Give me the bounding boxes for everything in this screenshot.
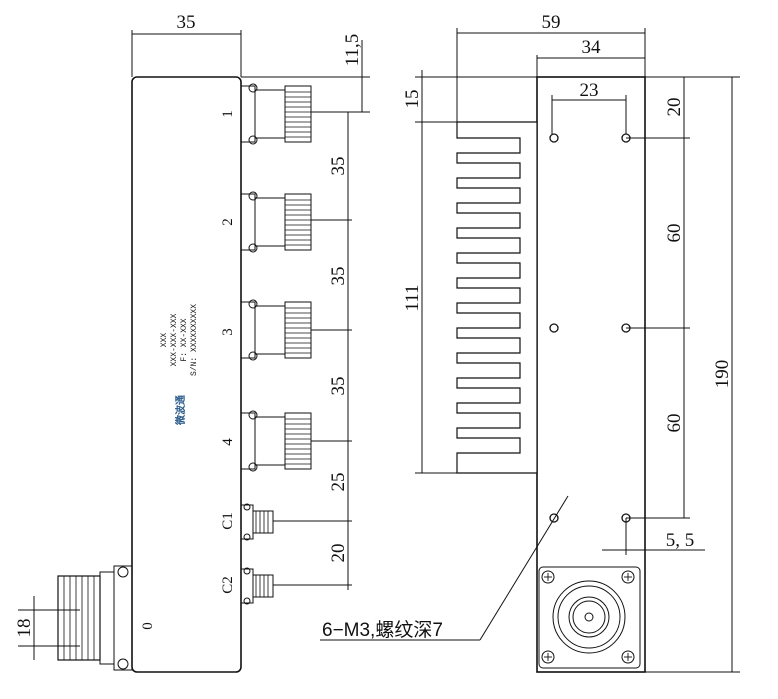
thread-note-text: 6−M3,螺纹深7 <box>322 619 443 641</box>
thread-note: 6−M3,螺纹深7 <box>320 495 569 641</box>
dim-side-width: 35 <box>131 12 242 77</box>
dim-hole-edge-text: 5, 5 <box>666 530 695 551</box>
plate-line-3: F: XX-XXX <box>180 318 189 361</box>
dim-pitch-1: 35 <box>328 157 349 176</box>
hole-icon <box>549 133 559 143</box>
dim-front-total: 59 <box>456 12 646 122</box>
dim-pitch-4: 25 <box>328 473 349 492</box>
dim-pitch-5: 20 <box>328 544 349 563</box>
flange-connector <box>538 566 641 669</box>
side-view: 35 11,5 35 35 35 25 20 <box>14 12 370 673</box>
connector-c2 <box>240 567 274 605</box>
connector-1 <box>240 83 348 145</box>
dim-hole-spacing: 23 <box>551 80 627 138</box>
front-view: 59 34 23 15 111 <box>320 12 740 673</box>
dim-total-height-text: 190 <box>712 360 733 389</box>
port-label-1: 1 <box>220 110 236 118</box>
dim-holes-vertical: 20 60 60 190 <box>626 76 740 673</box>
port-label-c1: C1 <box>220 512 236 530</box>
dim-hole-pitch-1-text: 60 <box>664 224 685 243</box>
screw-icon <box>621 570 635 584</box>
port-label-2: 2 <box>220 218 236 226</box>
screw-icon <box>541 570 555 584</box>
port-label-4: 4 <box>220 438 236 446</box>
dim-top-offset: 11,5 <box>241 34 370 113</box>
dim-hole-pitch-2-text: 60 <box>664 414 685 433</box>
connector-3 <box>240 299 312 361</box>
plate-line-2: XXX-XXX-XXX <box>170 313 179 366</box>
screw-icon <box>621 650 635 664</box>
side-body <box>131 76 242 673</box>
hole-icon <box>549 323 559 333</box>
dim-top-offset-text: 11,5 <box>342 34 363 67</box>
heatsink-fins <box>456 121 538 474</box>
connector-c1 <box>240 503 274 541</box>
plate-line-4: S/N: XXXXXXXXXX <box>190 304 199 376</box>
dim-fin-top-text: 15 <box>402 90 423 109</box>
dim-hole-top-text: 20 <box>664 98 685 117</box>
dim-fin-height-text: 111 <box>402 284 423 311</box>
port-label-3: 3 <box>220 328 236 336</box>
dim-fin-height: 111 <box>402 122 457 474</box>
label-plate: XXX XXX-XXX-XXX F: XX-XXX S/N: XXXXXXXXX… <box>160 304 199 426</box>
connector-2 <box>240 191 312 253</box>
front-body <box>536 76 646 673</box>
port-label-ant: 0 <box>140 622 156 630</box>
dim-hole-spacing-text: 23 <box>580 80 599 101</box>
dim-pitch-2: 35 <box>328 267 349 286</box>
connector-4 <box>240 410 312 472</box>
connector-ant <box>57 565 133 671</box>
dim-fin-top: 15 <box>402 70 537 123</box>
dim-side-width-text: 35 <box>177 12 196 33</box>
dim-front-width: 34 <box>536 37 645 77</box>
screw-icon <box>541 650 555 664</box>
plate-line-1: XXX <box>160 333 169 348</box>
dim-connector-width-text: 18 <box>14 619 35 638</box>
brand-logo: 微波通 <box>174 395 187 426</box>
dim-front-width-text: 34 <box>582 37 602 58</box>
dim-front-total-text: 59 <box>542 12 561 33</box>
dim-connector-width: 18 <box>14 596 80 660</box>
port-label-c2: C2 <box>220 576 236 594</box>
pitch-ticks <box>270 219 352 586</box>
dim-pitch-3: 35 <box>328 377 349 396</box>
dim-hole-edge: 5, 5 <box>602 518 705 555</box>
